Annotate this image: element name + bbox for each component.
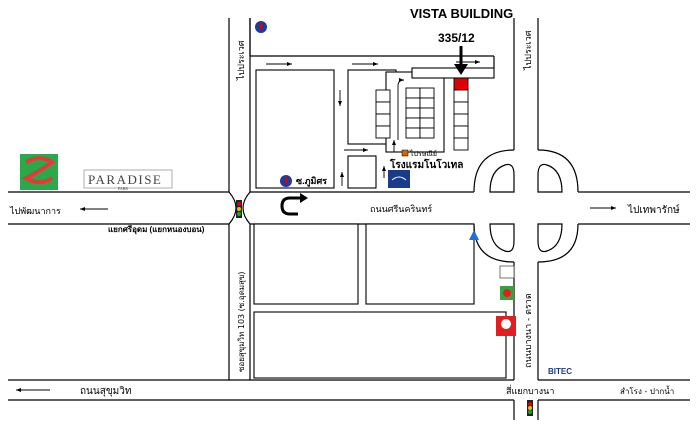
down-arrow-icon [454,46,468,75]
top-service-road [249,18,495,68]
novotel-logo [388,170,410,188]
block-bottom-left [253,223,359,305]
shop-icon [499,265,515,279]
traffic-flow-arrows [266,60,480,186]
road-srinakarin-label: ถนนศรีนครินทร์ [370,203,432,215]
triangle-marker [469,230,479,240]
ptt-gas-icon [255,21,267,33]
paradise-sign [83,169,173,189]
left-arrow-icon [16,388,50,392]
road-bangna-label: ถนนบางนา - ตราด [524,293,534,368]
paradise-logo-text: PARADISE [88,172,162,187]
paradise-park-logo-icon [20,154,58,190]
label-to-pattanakarn: ไปพัฒนาการ [9,206,61,217]
interchange [473,149,579,263]
building-title: VISTA BUILDING [410,6,513,21]
left-arrow-icon [80,207,108,211]
label-to-prawet-right: ไปประเวศ [523,30,534,71]
shop-icon-dot [503,289,511,297]
post-office-icon [401,149,409,157]
bangna-road [513,18,539,420]
block-bottom-long [253,311,507,379]
label-to-thepharak: ไปเทพารักษ์ [627,204,680,216]
traffic-light-icon [236,200,242,218]
block-topleft [255,69,335,189]
srinakarin-road [8,191,690,225]
u-turn-icon [280,193,308,216]
paradise-logo-sub: PARK [118,186,128,191]
block-right-top [411,67,495,79]
gas-station-label: ซ.ภูมิศร [296,176,327,187]
building-cells-b [405,87,435,139]
junction-label: แยกศรีอุดม (แยกหนองบอน) [108,224,205,235]
ptt-gas-icon [280,175,292,187]
hotel-label: โรงแรมโนโวเทล [389,158,463,171]
sukhumvit-road [8,379,690,401]
vista-building-marker [453,77,469,91]
samrong-label: สำโรง - ปากน้ำ [620,385,674,396]
post-office-label: ไปรษณีย์ [409,149,437,158]
label-to-prawet: ไปประเวศ [236,40,247,81]
traffic-light-icon [527,400,533,416]
building-cells-a [375,89,391,139]
bangna-junction-label: สี่แยกบางนา [506,384,554,397]
building-address: 335/12 [438,31,475,45]
block-small [347,155,377,189]
road-sukhumvit-label: ถนนสุขุมวิท [80,386,131,397]
building-cells-c [453,77,469,151]
soi-label: ซอยสุขุมวิท 103 (ซ.อุดมสุข) [237,271,246,372]
central-store-icon [496,316,516,336]
bitec-label: BITEC [548,367,572,376]
right-arrow-icon [590,206,616,210]
block-bottom-mid [365,223,475,305]
